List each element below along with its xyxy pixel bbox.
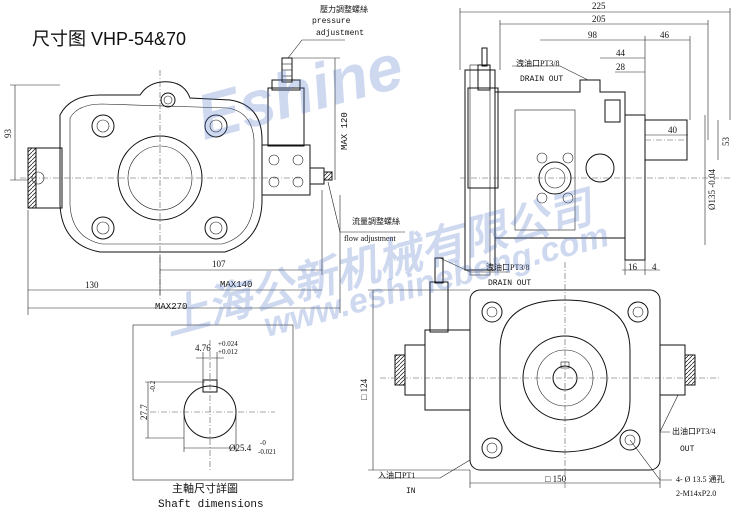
rear-view	[368, 257, 720, 490]
pressure-label-cn: 壓力調整螺絲	[320, 5, 368, 14]
drain-label-en-1: DRAIN OUT	[520, 75, 564, 84]
dim-44: 44	[616, 48, 625, 58]
dim-53: 53	[721, 137, 731, 146]
flow-label-en: flow adjustment	[344, 234, 396, 243]
shaft-caption-cn: 主軸尺寸詳圖	[172, 483, 238, 495]
dim-max120: MAX 120	[340, 112, 350, 150]
dim-93: 93	[3, 129, 13, 138]
dim-130: 130	[85, 280, 99, 290]
shaft-detail-view	[132, 324, 294, 481]
pressure-label-en-1: pressure	[312, 17, 351, 26]
drain-label-en-2: DRAIN OUT	[488, 279, 532, 288]
threads-label: 2-M14xP2.0	[676, 489, 717, 498]
dim-107: 107	[212, 259, 226, 269]
shaft-width-tol-upper: +0.024	[218, 340, 238, 348]
dim-205: 205	[592, 14, 606, 24]
flow-label-cn: 流量調整螺絲	[352, 217, 400, 226]
dim-46: 46	[660, 30, 669, 40]
out-label-cn: 出油口PT3/4	[672, 427, 716, 436]
shaft-diameter: Ø25.4	[229, 443, 252, 453]
in-label-en: IN	[406, 487, 416, 496]
in-label-cn: 入油口PT1	[378, 471, 416, 480]
drawing-title: 尺寸图 VHP-54&70	[32, 29, 187, 49]
dim-16: 16	[628, 262, 637, 272]
dim-124: □ 124	[359, 378, 369, 400]
dim-max270: MAX270	[155, 302, 188, 312]
shaft-height-tol: -0.2	[149, 380, 157, 392]
shaft-height: 27.7	[139, 404, 149, 420]
drain-label-cn-1: 洩油口PT3/8	[516, 59, 560, 68]
shaft-dia-tol-lower: -0.021	[258, 448, 277, 456]
shaft-dia-tol-upper: -0	[260, 439, 266, 447]
side-view	[459, 8, 731, 276]
dim-98: 98	[588, 30, 597, 40]
pressure-label-en-2: adjustment	[316, 29, 365, 38]
out-label-en: OUT	[680, 445, 695, 454]
shaft-width: 4.76	[195, 343, 211, 353]
drain-label-cn-2: 洩油口PT3/8	[486, 263, 530, 272]
shaft-width-tol-lower: +0.012	[218, 348, 238, 356]
shaft-caption-en: Shaft dimensions	[158, 499, 264, 511]
dim-225: 225	[592, 1, 606, 11]
dim-28: 28	[616, 62, 625, 72]
holes-label: 4- Ø 13.5 通孔	[676, 475, 725, 484]
dim-150: □ 150	[545, 474, 567, 484]
dim-max140: MAX140	[220, 280, 253, 290]
front-view	[10, 39, 405, 315]
dim-4: 4	[652, 262, 657, 272]
dim-135: Ø135 -0.04	[707, 169, 717, 210]
dim-40: 40	[668, 125, 677, 135]
bolt-holes	[91, 92, 228, 240]
